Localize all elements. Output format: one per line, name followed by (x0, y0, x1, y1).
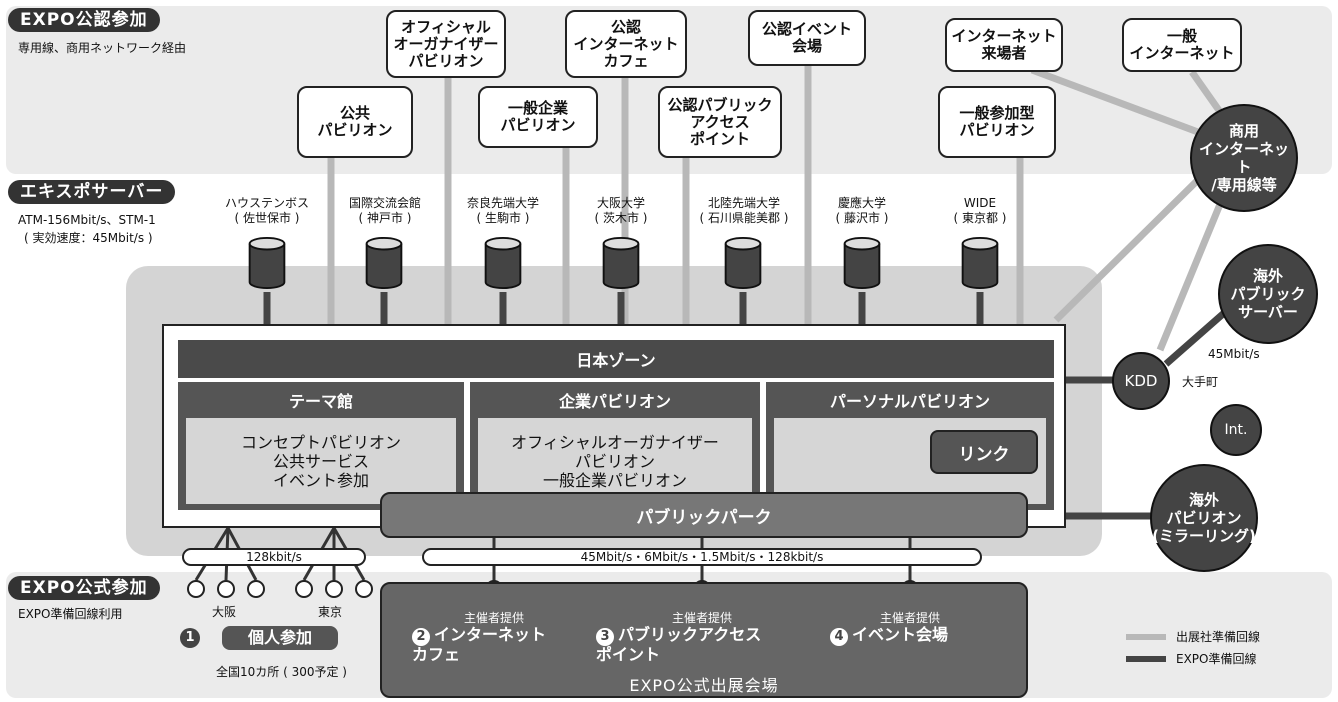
server-label: ハウステンボス ( 佐世保市 ) (224, 196, 309, 225)
theme-pavilion-body: コンセプトパビリオン 公共サービス イベント参加 (186, 418, 456, 504)
personal-sub: 全国10カ所 ( 300予定 ) (216, 665, 347, 679)
certified-internet-cafe-box: 公認 インターネット カフェ (565, 10, 687, 78)
personal-pavilion-header: パーソナルパビリオン (766, 382, 1054, 418)
overseas-speed-label: 45Mbit/s (1208, 347, 1260, 361)
server-label: 国際交流会館 ( 神戸市 ) (348, 196, 421, 225)
venue-item-label: インターネット カフェ (412, 625, 547, 664)
server-cylinder-icon (724, 236, 762, 290)
venue-host-label: 主催者提供 (463, 611, 524, 625)
node-ring (325, 580, 343, 598)
server-label: 奈良先端大学 ( 生駒市 ) (466, 196, 539, 225)
legend-swatch-expo (1126, 656, 1166, 662)
server-cylinder-icon (484, 236, 522, 290)
personal-participation-pill: 個人参加 (222, 626, 338, 650)
bandwidth-bar-45m: 45Mbit/s・6Mbit/s・1.5Mbit/s・128kbit/s (422, 548, 982, 566)
official-venue-title: EXPO公式出展会場 (629, 676, 779, 695)
node-ring (217, 580, 235, 598)
overseas-pavilion-circle: 海外 パビリオン (ミラーリング) (1150, 464, 1258, 572)
personal-number-badge: 1 (180, 628, 200, 648)
official-venue-box (380, 582, 1028, 698)
public-park: パブリックパーク (380, 492, 1028, 538)
expo-official-title: EXPO公認参加 (8, 8, 160, 32)
server-label: WIDE ( 東京都 ) (953, 196, 1007, 225)
general-internet-box: 一般 インターネット (1122, 18, 1242, 72)
corporate-pavilion-body: オフィシャルオーガナイザー パビリオン 一般企業パビリオン (478, 418, 752, 504)
server-cylinder-icon (843, 236, 881, 290)
venue-number-badge: 3 (596, 628, 614, 646)
legend-label-exhibitor: 出展社準備回線 (1176, 630, 1261, 644)
server-cylinder-icon (365, 236, 403, 290)
venue-host-label: 主催者提供 (671, 611, 732, 625)
node-ring (187, 580, 205, 598)
node-ring (355, 580, 373, 598)
node-ring (247, 580, 265, 598)
venue-number-badge: 2 (412, 628, 430, 646)
node-ring (295, 580, 313, 598)
bandwidth-bar-128k: 128kbit/s (182, 548, 366, 566)
tokyo-label: 東京 (318, 605, 343, 619)
theme-pavilion-header: テーマ館 (178, 382, 464, 418)
expo-server-sub2: ( 実効速度：45Mbit/s ) (24, 231, 153, 245)
general-corporate-pavilion-box: 一般企業 パビリオン (478, 86, 598, 148)
venue-host-label: 主催者提供 (879, 611, 940, 625)
int-circle: Int. (1210, 404, 1262, 456)
venue-number-badge: 4 (830, 628, 848, 646)
server-cylinder-icon (248, 236, 286, 290)
venue-item-label: パブリックアクセス ポイント (596, 625, 762, 664)
server-label: 慶應大学 ( 藤沢市 ) (835, 196, 889, 225)
expo-server-title: エキスポサーバー (8, 180, 176, 204)
link-box: リンク (930, 430, 1038, 474)
expo-server-sub1: ATM-156Mbit/s、STM-1 (18, 213, 156, 227)
venue-item-label: イベント会場 (852, 625, 949, 644)
internet-visitors-box: インターネット 来場者 (945, 18, 1063, 72)
server-label: 大阪大学 ( 茨木市 ) (594, 196, 648, 225)
commercial-internet-circle: 商用 インターネット /専用線等 (1190, 104, 1298, 212)
corporate-pavilion-header: 企業パビリオン (470, 382, 760, 418)
general-participation-pavilion-box: 一般参加型 パビリオン (938, 86, 1056, 158)
kdd-circle: KDD (1112, 352, 1170, 410)
official-organizer-pavilion-box: オフィシャル オーガナイザー パビリオン (386, 10, 506, 78)
legend-label-expo: EXPO準備回線 (1176, 652, 1257, 666)
certified-event-venue-box: 公認イベント 会場 (748, 10, 866, 66)
kdd-location-label: 大手町 (1182, 375, 1219, 389)
server-cylinder-icon (602, 236, 640, 290)
public-pavilion-box: 公共 パビリオン (297, 86, 413, 158)
certified-public-access-box: 公認パブリック アクセス ポイント (658, 86, 782, 158)
expo-official-sub: 専用線、商用ネットワーク経由 (18, 41, 187, 55)
expo-formal-sub: EXPO準備回線利用 (18, 607, 123, 621)
expo-formal-title: EXPO公式参加 (8, 576, 160, 600)
japan-zone-title: 日本ゾーン (178, 340, 1054, 378)
osaka-label: 大阪 (212, 605, 237, 619)
server-cylinder-icon (961, 236, 999, 290)
overseas-public-server-circle: 海外 パブリック サーバー (1218, 244, 1318, 344)
server-label: 北陸先端大学 ( 石川県能美郡 ) (699, 196, 789, 225)
legend-swatch-exhibitor (1126, 634, 1166, 640)
